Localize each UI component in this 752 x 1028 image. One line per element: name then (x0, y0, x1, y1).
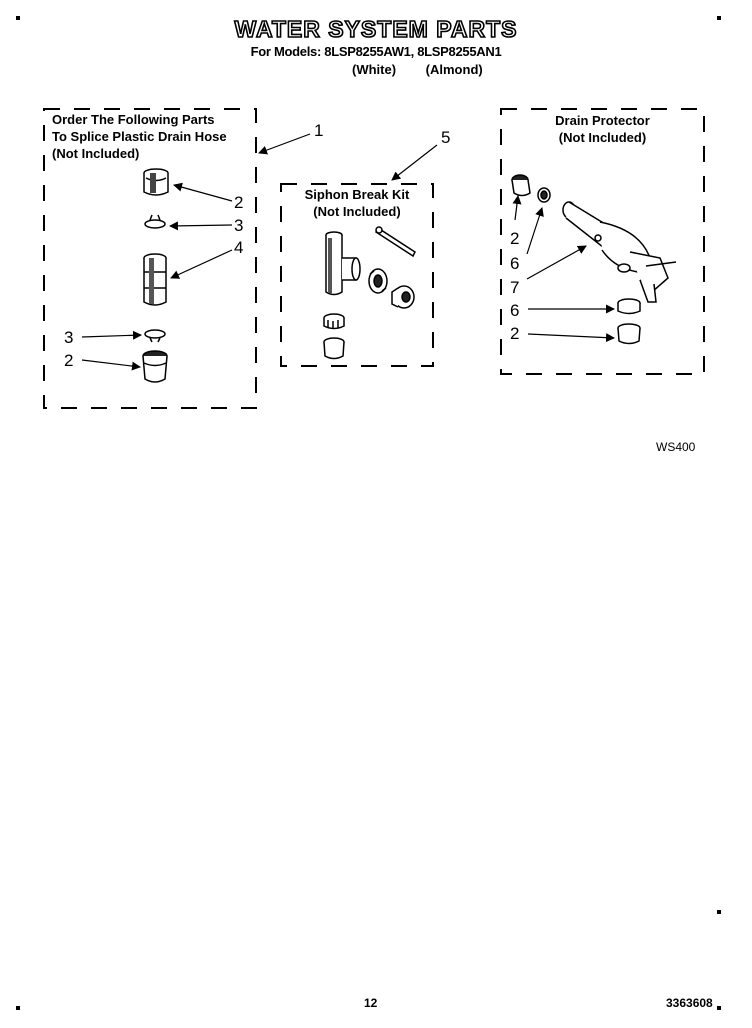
callout-drain-2-top: 2 (510, 229, 520, 248)
registration-mark-top-left (16, 16, 20, 20)
siphon-clamp (323, 313, 345, 330)
callout-arrows (81, 133, 615, 371)
hose-clamp-top (144, 214, 166, 229)
callout-1: 1 (314, 121, 324, 140)
page-title: WATER SYSTEM PARTS (234, 15, 518, 43)
splice-adapter-bottom (142, 350, 168, 383)
registration-mark-right (717, 910, 721, 914)
siphon-nut (368, 268, 388, 294)
callout-2-top: 2 (234, 193, 244, 212)
splice-connector (143, 253, 167, 306)
splice-box-line2: To Splice Plastic Drain Hose (52, 129, 227, 144)
siphon-break-box (280, 183, 434, 367)
callout-5: 5 (441, 128, 451, 147)
siphon-cap (391, 285, 415, 309)
drain-box-label: Drain Protector (Not Included) (501, 112, 704, 146)
page-number: 12 (364, 996, 378, 1010)
document-number: 3363608 (666, 996, 713, 1010)
splice-adapter-top (143, 168, 169, 196)
drain-ring-top (537, 187, 551, 203)
callout-drain-2-bottom: 2 (510, 324, 520, 343)
registration-mark-bottom-right (717, 1006, 721, 1010)
models-line: For Models: 8LSP8255AW1, 8LSP8255AN1 (250, 44, 502, 59)
callout-drain-7: 7 (510, 278, 520, 297)
callout-2-bottom: 2 (64, 351, 74, 370)
registration-mark-bottom-left (16, 1006, 20, 1010)
drain-adapter (511, 174, 531, 197)
drain-adapter-bottom (617, 323, 641, 345)
siphon-box-line1: Siphon Break Kit (304, 187, 410, 202)
drain-protector-box (500, 108, 705, 375)
hose-clamp-bottom (144, 329, 166, 343)
callout-drain-6-bottom: 6 (510, 301, 520, 320)
splice-box-label: Order The Following Parts To Splice Plas… (52, 111, 227, 162)
callout-4: 4 (234, 238, 244, 257)
variant-white: (White) (352, 62, 397, 77)
drain-box-line1: Drain Protector (555, 113, 650, 128)
splice-box-line1: Order The Following Parts (52, 112, 215, 127)
variant-almond: (Almond) (425, 62, 483, 77)
drain-ring-bottom (617, 298, 641, 315)
splice-box-line3: (Not Included) (52, 146, 140, 161)
model-variants: (White) (Almond) (352, 62, 509, 77)
callout-3-top: 3 (234, 216, 244, 235)
siphon-box-label: Siphon Break Kit (Not Included) (281, 186, 433, 220)
callout-3-bottom: 3 (64, 328, 74, 347)
callout-drain-6-top: 6 (510, 254, 520, 273)
siphon-tee (325, 231, 361, 296)
registration-mark-top-right (717, 16, 721, 20)
siphon-box-line2: (Not Included) (313, 204, 401, 219)
siphon-adapter (323, 337, 345, 360)
drain-protector-body (562, 201, 677, 303)
siphon-hose-tie (375, 226, 416, 258)
figure-code: WS400 (656, 440, 696, 454)
drain-box-line2: (Not Included) (558, 130, 647, 145)
splice-parts-box (43, 108, 257, 409)
